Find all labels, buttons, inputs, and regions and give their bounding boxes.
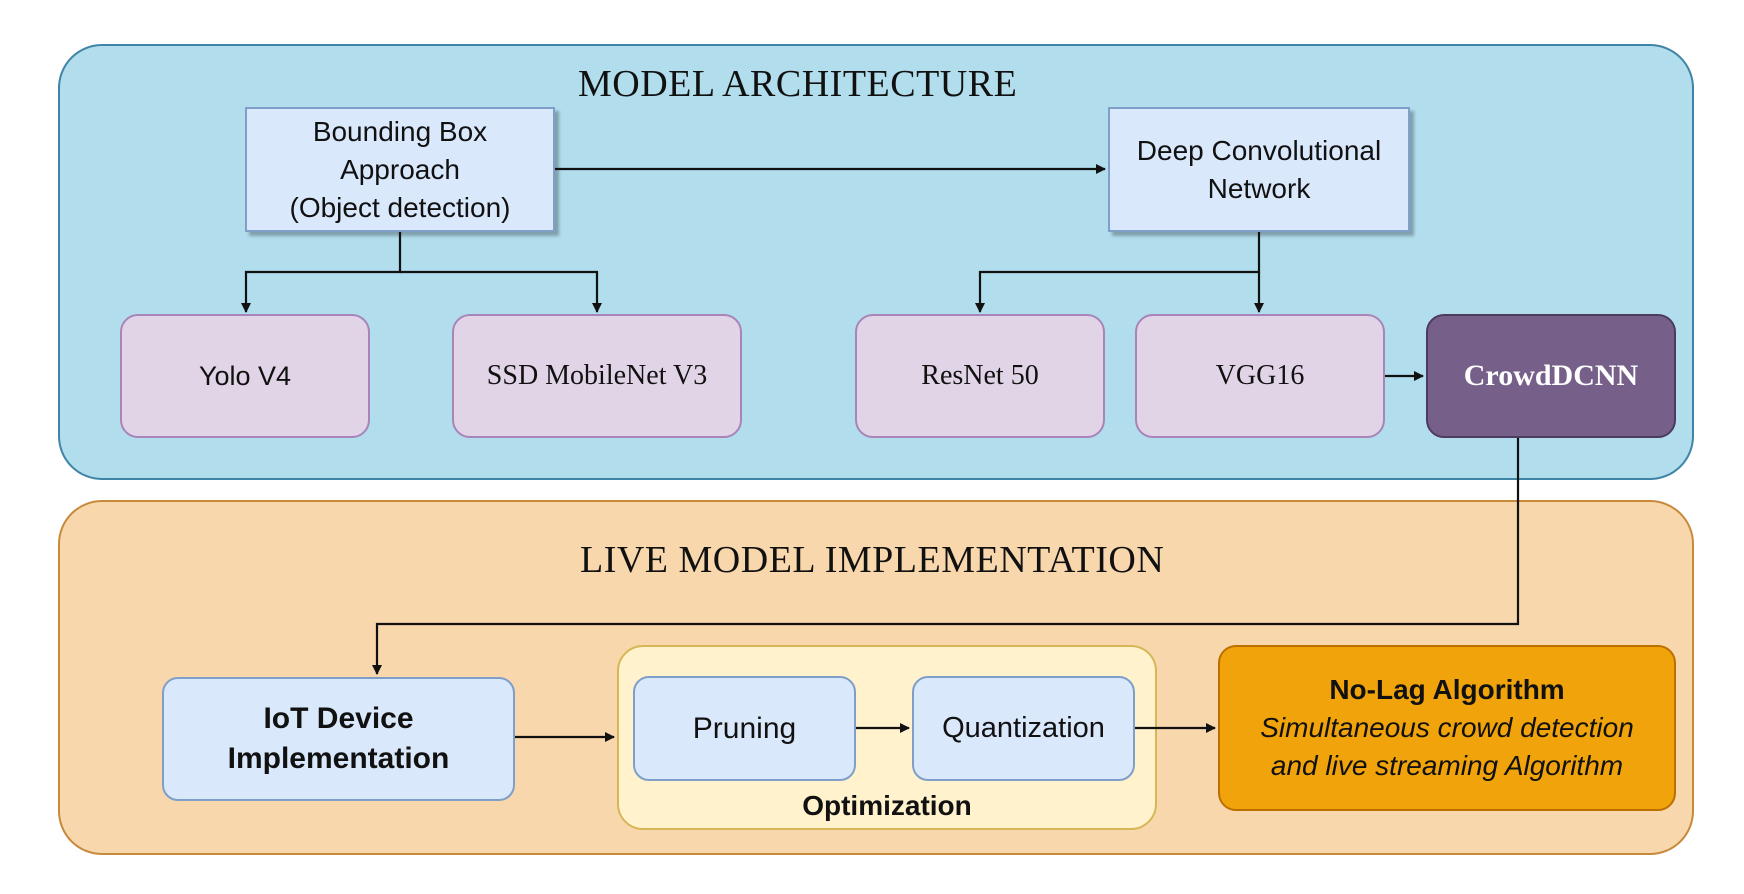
deep-convolutional-network-node: Deep Convolutional Network (1108, 107, 1410, 232)
yolo-v4-node: Yolo V4 (120, 314, 370, 438)
optimization-label: Optimization (802, 790, 972, 821)
pruning-node: Pruning (633, 676, 856, 781)
iot-line-1: IoT Device (263, 702, 414, 735)
crowddcnn-node: CrowdDCNN (1426, 314, 1676, 438)
deep-conv-line-1: Deep Convolutional (1136, 134, 1382, 166)
iot-line-2: Implementation (227, 742, 450, 775)
deep-conv-line-2: Network (1207, 172, 1311, 204)
bounding-box-line-1: Bounding Box (312, 115, 488, 147)
arrow-deepconv-to-resnet (975, 232, 1261, 313)
arrow-bounding-to-ssd (400, 270, 602, 313)
bounding-box-line-2: Approach (340, 153, 460, 185)
ssd-mobilenet-v3-node: SSD MobileNet V3 (452, 314, 742, 438)
iot-device-implementation-node: IoT Device Implementation (162, 677, 515, 801)
arrow-bounding-to-yolo (241, 232, 402, 313)
arrow-crowd-to-iot (372, 438, 1520, 675)
no-lag-desc-line-1: Simultaneous crowd detection (1260, 712, 1634, 743)
no-lag-desc-line-2: and live streaming Algorithm (1270, 750, 1624, 781)
no-lag-algorithm-node: No-Lag Algorithm Simultaneous crowd dete… (1218, 645, 1676, 811)
resnet-50-node: ResNet 50 (855, 314, 1105, 438)
quantization-node: Quantization (912, 676, 1135, 781)
bounding-box-line-3: (Object detection) (289, 191, 511, 223)
no-lag-title: No-Lag Algorithm (1329, 674, 1565, 705)
live-implementation-title: LIVE MODEL IMPLEMENTATION (580, 539, 1165, 581)
architecture-title: MODEL ARCHITECTURE (578, 63, 1018, 105)
vgg16-node: VGG16 (1135, 314, 1385, 438)
bounding-box-approach-node: Bounding Box Approach (Object detection) (245, 107, 555, 232)
